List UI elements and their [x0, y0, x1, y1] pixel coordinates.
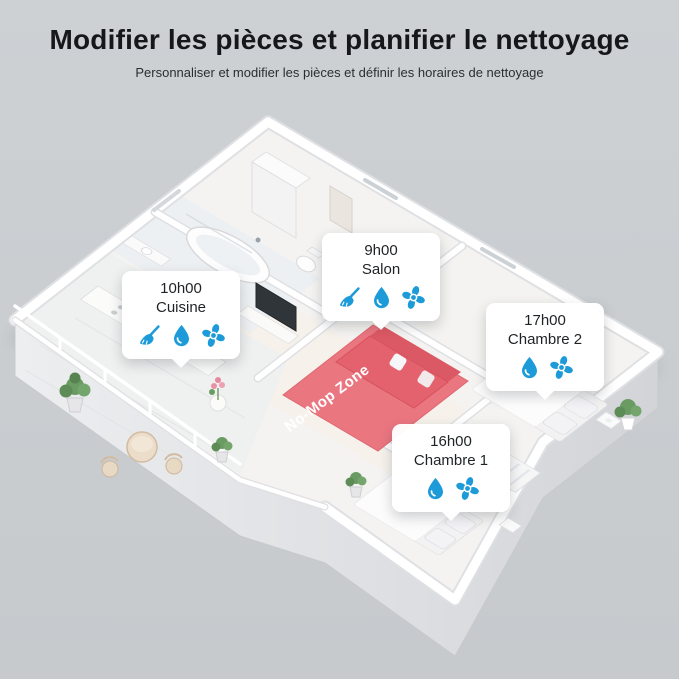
terrace-floor	[18, 252, 288, 474]
sofa-pillow	[417, 370, 435, 388]
terrace-railing	[11, 304, 329, 511]
sofa-seat	[335, 335, 449, 409]
schedule-card-cuisine[interactable]: 10h00 Cuisine	[122, 271, 240, 368]
sofa-pillow	[389, 353, 407, 371]
plant	[345, 472, 367, 498]
water-drop-icon	[517, 355, 542, 380]
schedule-icons	[499, 355, 591, 380]
toilet	[296, 246, 325, 273]
schedule-room: Salon	[361, 261, 401, 278]
schedule-icons	[135, 323, 227, 348]
terrace-table-set	[100, 431, 183, 478]
header: Modifier les pièces et planifier le nett…	[0, 24, 679, 80]
plant	[211, 437, 233, 463]
schedule-card-chambre2[interactable]: 17h00 Chambre 2	[486, 303, 604, 400]
fan-icon	[549, 355, 574, 380]
perimeter-walls	[8, 115, 665, 607]
page-subtitle: Personnaliser et modifier les pièces et …	[135, 65, 544, 80]
water-drop-icon	[169, 323, 194, 348]
schedule-card-chambre1[interactable]: 16h00 Chambre 1	[392, 424, 510, 521]
bathroom-vanity	[121, 235, 172, 267]
tv-cabinet	[237, 305, 300, 345]
schedule-time: 9h00	[364, 242, 398, 259]
plant	[614, 399, 642, 431]
schedule-icons	[405, 476, 497, 501]
water-drop-icon	[423, 476, 448, 501]
water-drop-icon	[369, 285, 394, 310]
tv-screen	[255, 282, 297, 332]
tall-cabinet	[251, 151, 311, 239]
schedule-icons	[335, 285, 427, 310]
schedule-room: Chambre 1	[413, 452, 489, 469]
nightstand-chambre2	[595, 411, 622, 430]
broom-icon	[337, 285, 362, 310]
fan-icon	[401, 285, 426, 310]
schedule-time: 17h00	[524, 312, 566, 329]
flower-vase	[209, 377, 227, 412]
schedule-room: Cuisine	[155, 299, 207, 316]
sofa-backrest	[370, 326, 461, 382]
nightstand-chambre1	[498, 517, 523, 534]
schedule-room: Chambre 2	[507, 331, 583, 348]
schedule-time: 10h00	[160, 280, 202, 297]
fan-icon	[455, 476, 480, 501]
page-title: Modifier les pièces et planifier le nett…	[49, 24, 630, 55]
plant	[59, 372, 91, 413]
schedule-time: 16h00	[430, 433, 472, 450]
window-slits	[152, 178, 516, 269]
schedule-card-salon[interactable]: 9h00 Salon	[322, 233, 440, 330]
shower-glass	[185, 213, 253, 254]
broom-icon	[137, 323, 162, 348]
fan-icon	[201, 323, 226, 348]
